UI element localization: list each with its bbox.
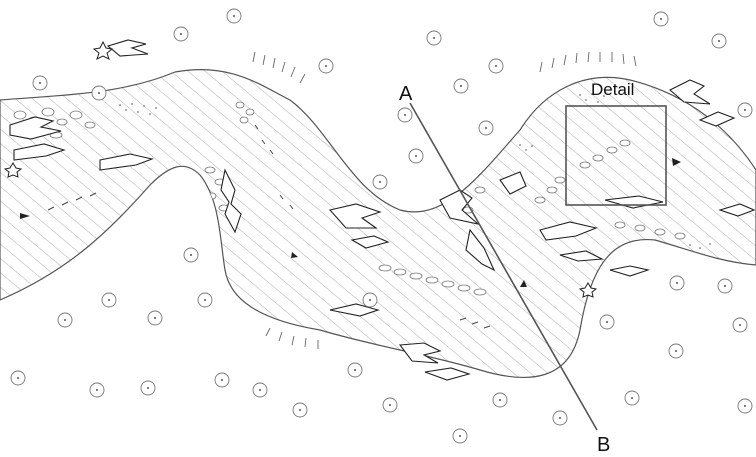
- star-specks: [3, 40, 598, 298]
- pebble-lenses: [13, 101, 686, 296]
- shard-fragments: [9, 39, 756, 381]
- folded-layer-fill: [0, 68, 756, 379]
- label-a: A: [399, 83, 413, 105]
- fossil-ticks: [47, 124, 491, 329]
- section-line-ab: [409, 102, 598, 431]
- wedge-marks: [20, 158, 681, 287]
- label-b: B: [597, 434, 610, 456]
- nodule-centers: [17, 15, 746, 437]
- detail-box: [565, 105, 667, 206]
- folded-layer: [0, 68, 756, 379]
- edge-ticks: [252, 51, 637, 349]
- label-detail: Detail: [591, 80, 634, 99]
- stipple-patches: [119, 93, 711, 249]
